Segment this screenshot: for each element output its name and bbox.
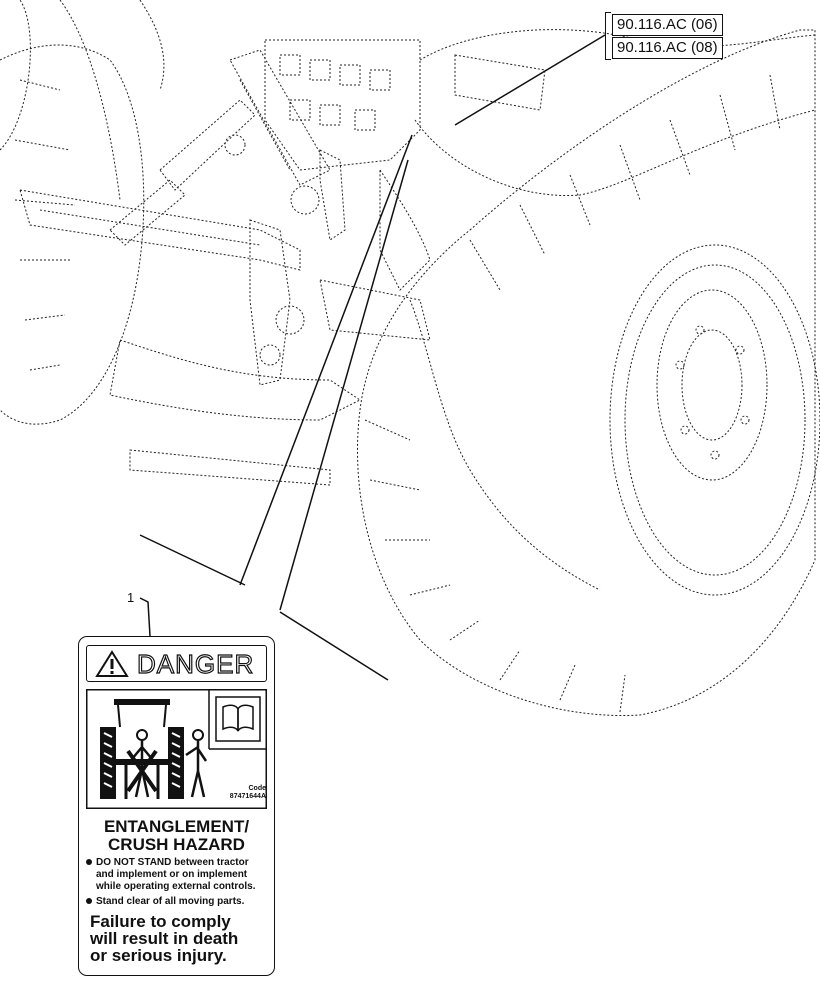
danger-header: DANGER bbox=[86, 645, 267, 682]
hazard-bullet-1: DO NOT STAND between tractor and impleme… bbox=[86, 857, 264, 893]
callout-number: 1 bbox=[127, 590, 135, 605]
reference-link-08[interactable]: 90.116.AC (08) bbox=[612, 37, 723, 59]
hydraulic-valves bbox=[264, 39, 421, 171]
drawbar bbox=[19, 189, 301, 271]
hazard-title-line1: ENTANGLEMENT/ bbox=[103, 817, 250, 836]
decal-code: Code 87471644A bbox=[229, 785, 266, 800]
rear-tire-outline bbox=[357, 29, 816, 717]
reference-bracket bbox=[605, 12, 611, 60]
manual-book-icon bbox=[215, 696, 261, 742]
signal-word: DANGER bbox=[136, 648, 255, 679]
hazard-bullet-2: Stand clear of all moving parts. bbox=[86, 896, 264, 908]
wheel-rim bbox=[609, 244, 820, 596]
lift-arm bbox=[229, 49, 331, 186]
reference-link-06[interactable]: 90.116.AC (06) bbox=[612, 14, 723, 36]
danger-decal[interactable]: DANGER Code 87471644A ENTANGLEMENT/ CRUS… bbox=[78, 636, 275, 976]
tractor-hitch-pictogram bbox=[86, 689, 267, 809]
hazard-title-line2: CRUSH HAZARD bbox=[108, 835, 245, 854]
consequence-warning: Failure to comply will result in death o… bbox=[90, 912, 239, 965]
left-tire bbox=[0, 44, 145, 425]
alert-triangle-icon bbox=[95, 650, 129, 677]
